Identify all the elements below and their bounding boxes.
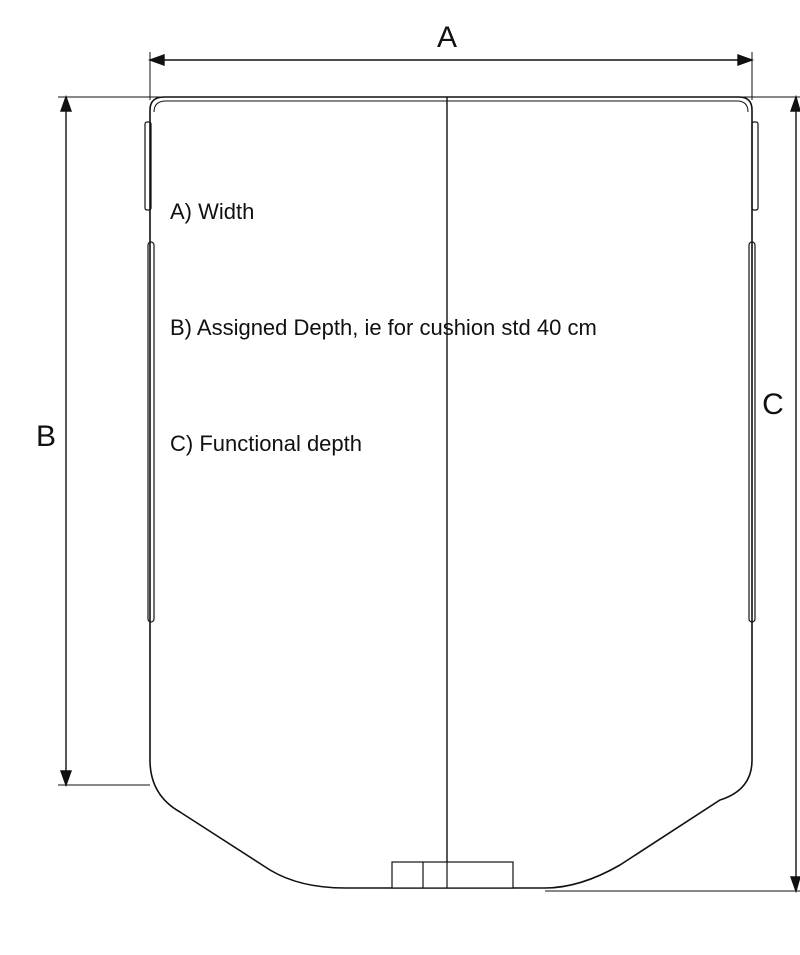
dimension-a-label: A: [437, 21, 457, 54]
dimension-a-arrow-left: [147, 54, 165, 66]
dimension-a: [147, 52, 755, 100]
legend-assigned-depth: B) Assigned Depth, ie for cushion std 40…: [170, 315, 597, 340]
dimension-b: [58, 94, 160, 788]
dimension-c-label: C: [762, 388, 784, 421]
dimension-c-arrow-top: [790, 94, 800, 112]
dimension-c: [545, 94, 800, 894]
cushion-inner-contour: [166, 100, 749, 113]
dimension-a-arrow-right: [737, 54, 755, 66]
legend-width: A) Width: [170, 199, 254, 224]
dimension-b-arrow-top: [60, 94, 72, 112]
left-side-rail: [144, 121, 155, 623]
right-side-rail: [748, 121, 759, 623]
dimension-c-arrow-bottom: [790, 876, 800, 894]
bottom-tab: [391, 861, 514, 889]
legend-functional-depth: C) Functional depth: [170, 431, 362, 456]
dimension-b-label: B: [36, 420, 56, 453]
dimension-b-arrow-bottom: [60, 770, 72, 788]
